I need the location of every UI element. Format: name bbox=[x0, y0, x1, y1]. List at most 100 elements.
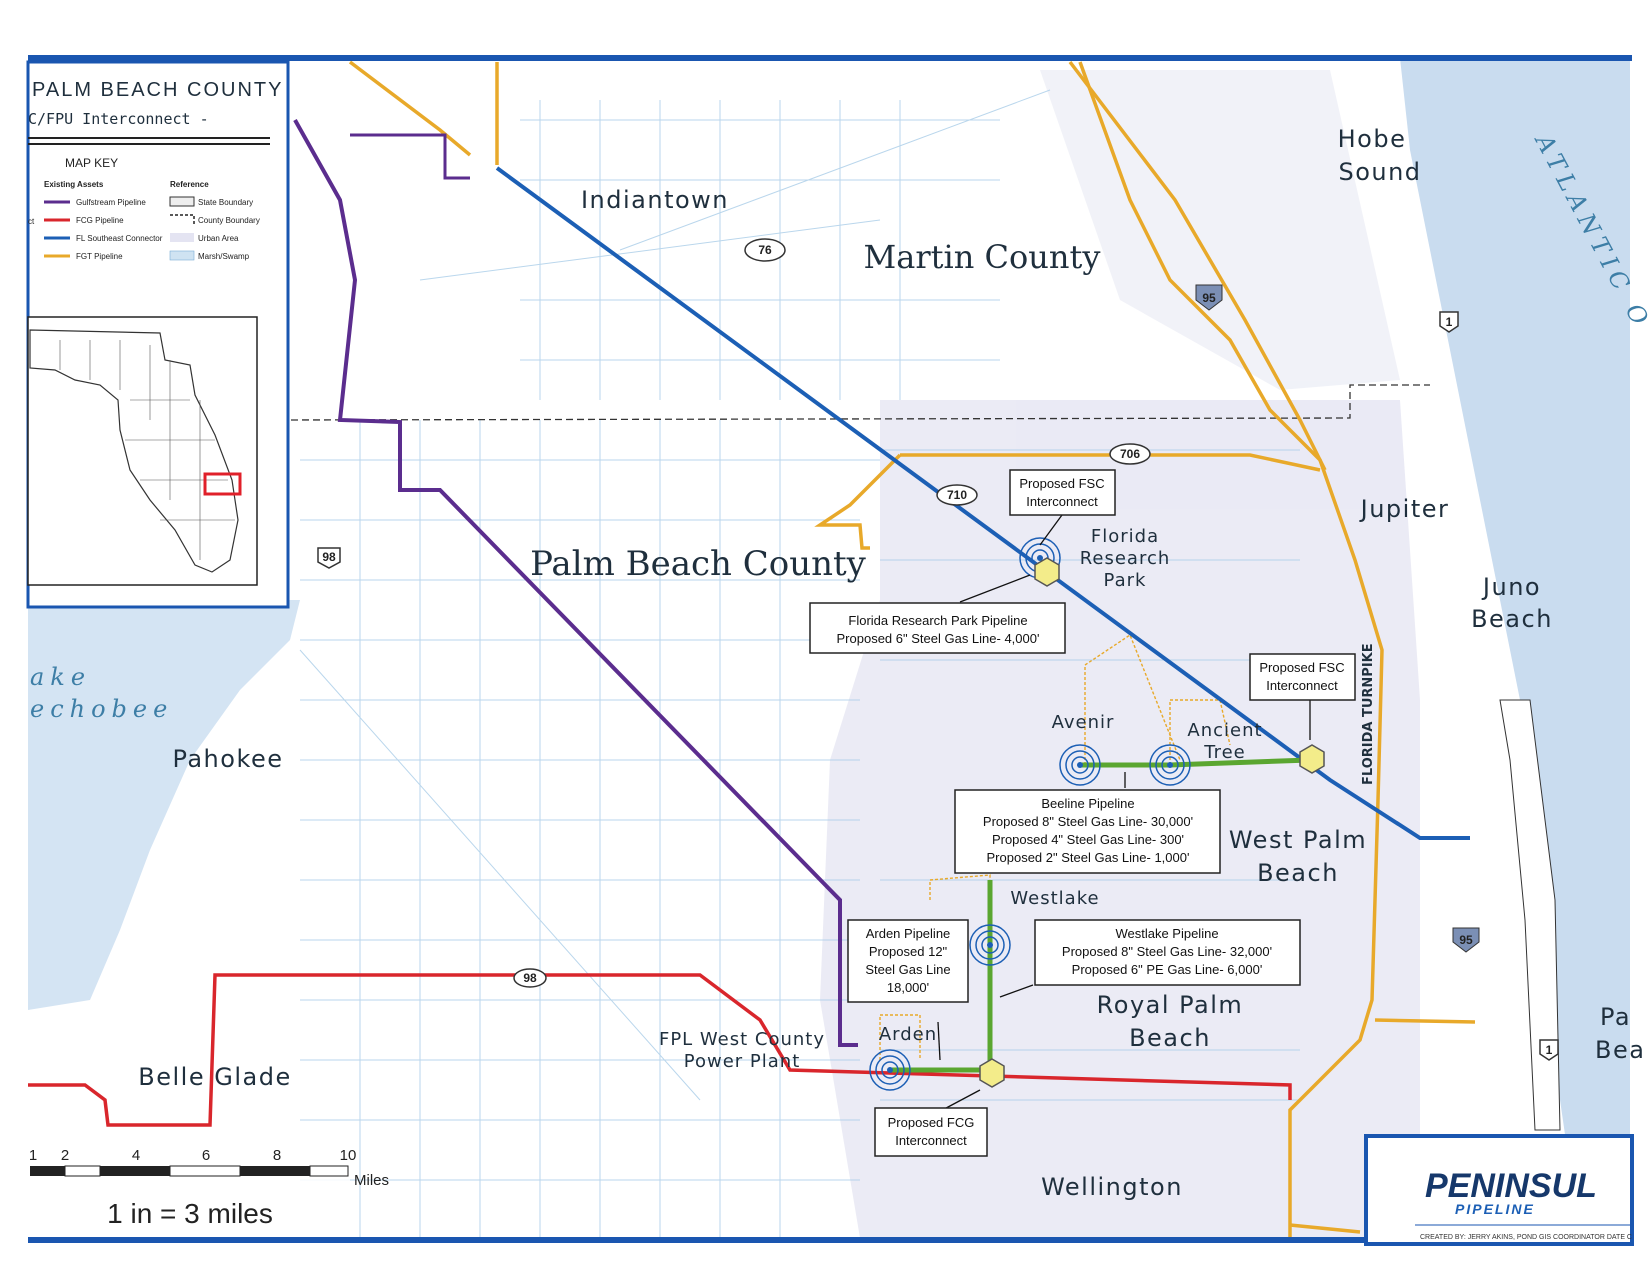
scale-ratio: 1 in = 3 miles bbox=[107, 1198, 273, 1229]
callout-beeline: Beeline Pipeline Proposed 8" Steel Gas L… bbox=[954, 789, 1221, 874]
stray-text: ct bbox=[28, 217, 35, 226]
map-frame bbox=[28, 55, 1632, 1243]
label-ancient: Ancient bbox=[1187, 720, 1262, 741]
svg-text:Beeline Pipeline: Beeline Pipeline bbox=[1041, 796, 1134, 811]
target-avenir bbox=[1059, 744, 1101, 786]
label-tree: Tree bbox=[1203, 742, 1246, 763]
inset-highlight bbox=[203, 472, 242, 496]
existing-heading: Existing Assets bbox=[44, 180, 104, 189]
svg-text:Proposed 12": Proposed 12" bbox=[869, 944, 948, 959]
scale-tick-4: 4 bbox=[132, 1147, 140, 1164]
florida-inset-map bbox=[27, 316, 258, 586]
scale-tick-8: 8 bbox=[273, 1147, 281, 1164]
shield-1a: 1 bbox=[1439, 311, 1459, 333]
svg-text:95: 95 bbox=[1459, 933, 1473, 947]
label-research: Research bbox=[1080, 548, 1171, 569]
fgt-pipeline bbox=[348, 60, 1476, 1238]
callout-arden: Arden Pipeline Proposed 12" Steel Gas Li… bbox=[847, 919, 969, 1003]
legend-panel: PALM BEACH COUNTY C/FPU Interconnect - M… bbox=[26, 60, 290, 609]
label-westlake: Westlake bbox=[1010, 888, 1099, 909]
label-west-palm-beach: Beach bbox=[1257, 859, 1339, 887]
shield-98a: 98 bbox=[317, 547, 341, 569]
gulfstream-pipeline bbox=[293, 119, 858, 1047]
svg-text:Interconnect: Interconnect bbox=[1266, 678, 1338, 693]
label-fpl-2: Power Plant bbox=[684, 1051, 801, 1072]
key-county-boundary: County Boundary bbox=[198, 216, 260, 225]
key-gulfstream: Gulfstream Pipeline bbox=[76, 198, 146, 207]
label-royal-palm: Royal Palm bbox=[1097, 991, 1244, 1019]
label-wellington: Wellington bbox=[1041, 1173, 1183, 1201]
label-west-palm: West Palm bbox=[1229, 826, 1367, 854]
gulfstream-spur bbox=[350, 133, 470, 180]
svg-text:Proposed FSC: Proposed FSC bbox=[1259, 660, 1344, 675]
label-lake-1: ake bbox=[30, 663, 91, 691]
svg-text:Interconnect: Interconnect bbox=[1026, 494, 1098, 509]
fcg-pipeline bbox=[28, 973, 1292, 1127]
logo-sub: PIPELINE bbox=[1455, 1201, 1535, 1217]
shield-710: 710 bbox=[936, 484, 978, 506]
shield-95a: 95 bbox=[1195, 284, 1223, 311]
target-centers bbox=[887, 555, 1173, 1073]
route-shields: 76 95 1 706 710 98 98 95 1 bbox=[317, 238, 1559, 1061]
scale-tick-1: 1 bbox=[29, 1147, 37, 1164]
shield-706: 706 bbox=[1109, 443, 1151, 465]
callout-westlake: Westlake Pipeline Proposed 8" Steel Gas … bbox=[1034, 919, 1301, 986]
road-grid bbox=[299, 89, 1300, 1238]
hex-fcg bbox=[979, 1058, 1005, 1088]
svg-text:Arden Pipeline: Arden Pipeline bbox=[866, 926, 951, 941]
svg-text:Proposed FSC: Proposed FSC bbox=[1019, 476, 1104, 491]
key-state-boundary: State Boundary bbox=[198, 198, 253, 207]
svg-text:Interconnect: Interconnect bbox=[895, 1133, 967, 1148]
key-urban-area: Urban Area bbox=[198, 234, 239, 243]
svg-text:76: 76 bbox=[758, 243, 772, 257]
label-royal-palm-beach: Beach bbox=[1129, 1024, 1211, 1052]
label-fpl-1: FPL West County bbox=[659, 1029, 825, 1050]
scale-tick-2: 2 bbox=[61, 1147, 69, 1164]
callout-fsc-1: Proposed FSC Interconnect bbox=[1009, 469, 1116, 516]
label-hobe: Hobe bbox=[1338, 125, 1407, 153]
label-belle-glade: Belle Glade bbox=[138, 1063, 291, 1091]
svg-text:18,000': 18,000' bbox=[887, 980, 929, 995]
scale-bar: 1 2 4 6 8 10 Miles 1 in = 3 miles bbox=[28, 1147, 389, 1229]
label-avenir: Avenir bbox=[1052, 712, 1115, 733]
svg-text:Florida Research Park Pipeline: Florida Research Park Pipeline bbox=[848, 613, 1027, 628]
label-palm-beach-county: Palm Beach County bbox=[530, 544, 867, 584]
label-bea: Bea bbox=[1595, 1036, 1645, 1064]
svg-text:98: 98 bbox=[322, 550, 336, 564]
svg-text:Proposed FCG: Proposed FCG bbox=[888, 1115, 975, 1130]
svg-text:1: 1 bbox=[1546, 1043, 1553, 1057]
label-turnpike: FLORIDA TURNPIKE bbox=[1361, 643, 1376, 785]
svg-text:Proposed 4" Steel Gas Line- 30: Proposed 4" Steel Gas Line- 300' bbox=[992, 832, 1184, 847]
shield-98b: 98 bbox=[513, 968, 547, 988]
label-park: Park bbox=[1104, 570, 1147, 591]
svg-text:1: 1 bbox=[1446, 315, 1453, 329]
key-southeast: FL Southeast Connector bbox=[76, 234, 163, 243]
logo-credit: CREATED BY: JERRY AKINS, POND GIS COORDI… bbox=[1420, 1234, 1632, 1241]
svg-text:Steel Gas Line: Steel Gas Line bbox=[865, 962, 950, 977]
label-pa: Pa bbox=[1600, 1003, 1631, 1031]
svg-text:706: 706 bbox=[1120, 447, 1140, 461]
map-subtitle: C/FPU Interconnect - bbox=[28, 110, 209, 128]
svg-text:95: 95 bbox=[1202, 291, 1216, 305]
map-title: PALM BEACH COUNTY bbox=[32, 79, 283, 101]
label-lake-2: echobee bbox=[30, 695, 173, 723]
scale-tick-6: 6 bbox=[202, 1147, 210, 1164]
svg-text:Proposed 6" PE Gas Line- 6,000: Proposed 6" PE Gas Line- 6,000' bbox=[1072, 962, 1263, 977]
svg-text:Westlake Pipeline: Westlake Pipeline bbox=[1115, 926, 1218, 941]
target-arden bbox=[869, 1049, 911, 1091]
callout-frp: Florida Research Park Pipeline Proposed … bbox=[809, 602, 1066, 654]
proposed-service-areas bbox=[879, 633, 1231, 1060]
svg-text:Proposed 8" Steel Gas Line- 30: Proposed 8" Steel Gas Line- 30,000' bbox=[983, 814, 1193, 829]
svg-text:Proposed 6" Steel Gas Line- 4,: Proposed 6" Steel Gas Line- 4,000' bbox=[837, 631, 1040, 646]
label-juno-beach: Beach bbox=[1471, 605, 1553, 633]
hex-fsc-2 bbox=[1299, 744, 1325, 774]
target-westlake bbox=[969, 924, 1011, 966]
hex-fsc-1 bbox=[1034, 557, 1060, 587]
key-marsh: Marsh/Swamp bbox=[198, 252, 250, 261]
label-sound: Sound bbox=[1338, 158, 1421, 186]
label-florida: Florida bbox=[1091, 526, 1159, 547]
shield-1b: 1 bbox=[1539, 1039, 1559, 1061]
target-ancient-tree bbox=[1149, 744, 1191, 786]
label-martin-county: Martin County bbox=[864, 238, 1101, 276]
